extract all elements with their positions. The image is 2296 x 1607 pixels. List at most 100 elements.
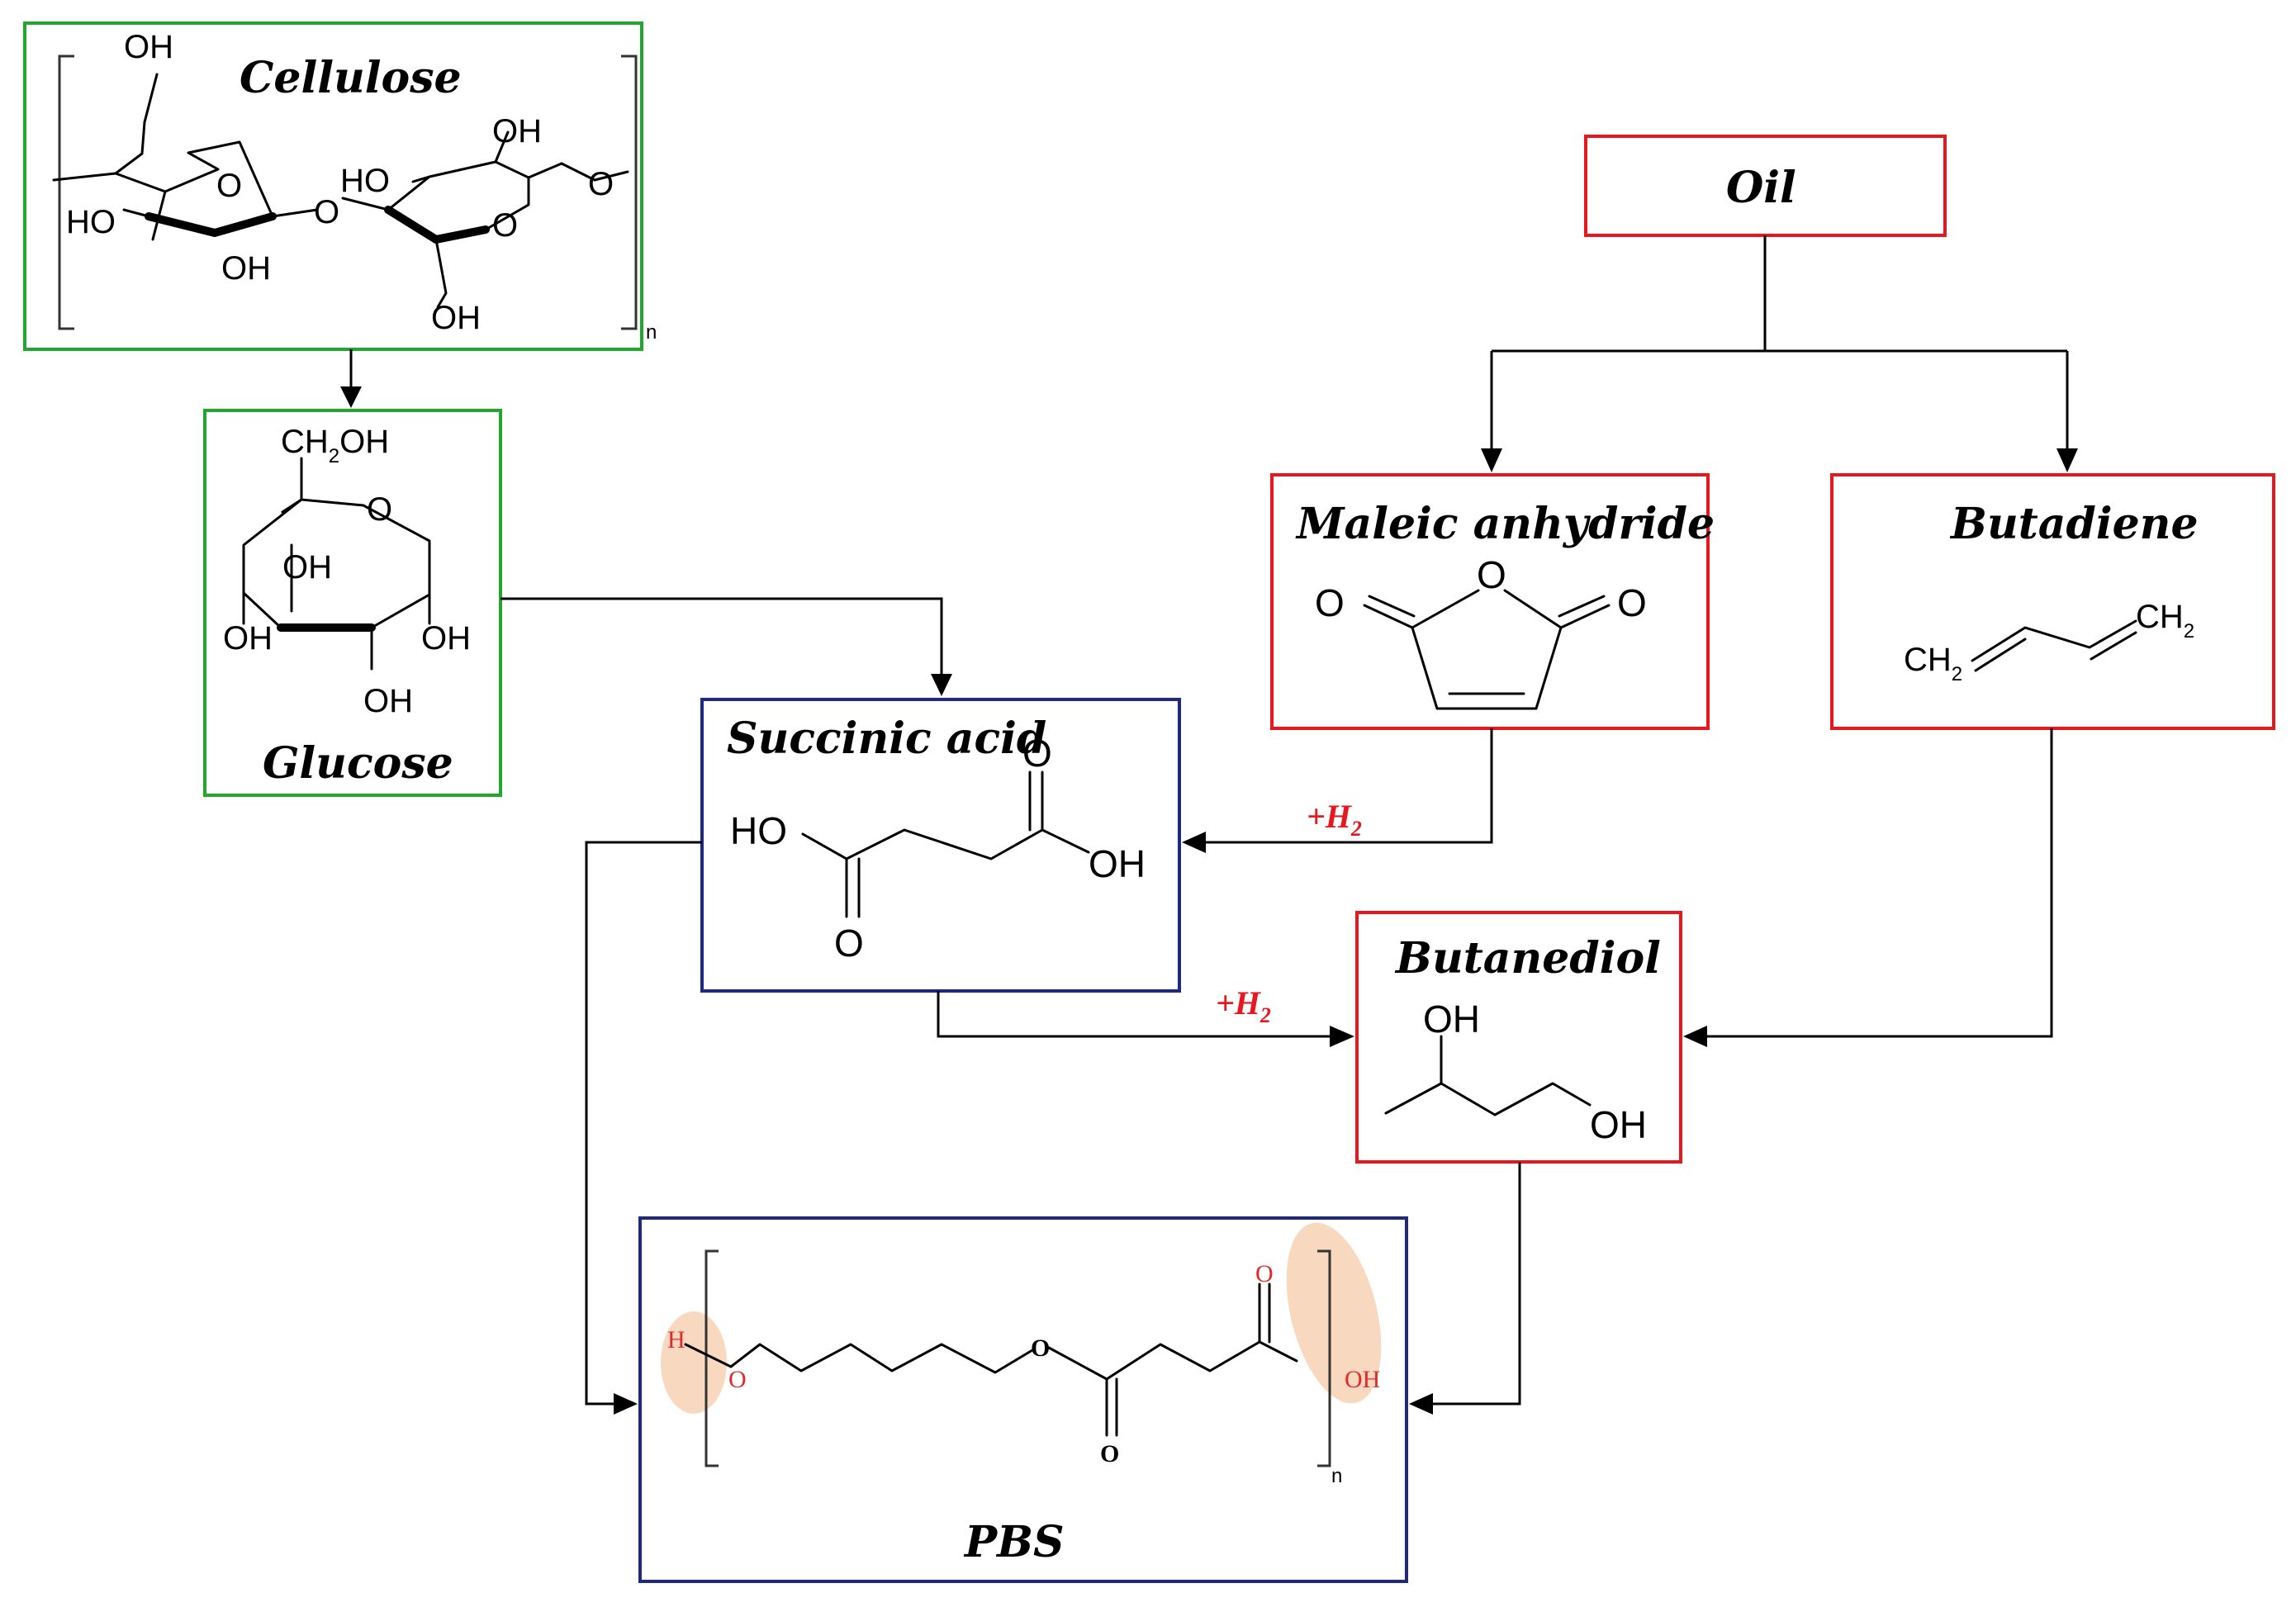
- cellulose-repeat-index: n: [646, 321, 657, 344]
- arrow-maleic-to-succinic: [1204, 728, 1493, 844]
- cellulose-o-link: O: [314, 194, 339, 230]
- butanediol-oh-top: OH: [1423, 998, 1480, 1041]
- butanediol-oh-right: OH: [1590, 1103, 1647, 1146]
- succinic-acid-carbonyl-2: [1028, 770, 1044, 832]
- pbs-box: [638, 1216, 1408, 1583]
- arrowhead-glucose-to-succinic: [931, 674, 952, 696]
- butanediol-chain: [1384, 1082, 1592, 1116]
- cellulose-oh-ring-2-top: OH: [492, 113, 542, 149]
- glucose-oh-right: OH: [421, 620, 471, 657]
- cellulose-ring-1-links: [122, 73, 159, 218]
- arrowhead-maleic-to-succinic: [1182, 832, 1206, 853]
- butadiene-ch2-left: CH2: [1904, 642, 1962, 685]
- maleic-anhydride-box: [1270, 473, 1710, 730]
- butanediol-node: Butanediol OH OH: [1355, 911, 1682, 1164]
- butadiene-double-bonds: [1974, 631, 2137, 672]
- maleic-anhydride-carbonyls: [1363, 595, 1611, 629]
- pbs-h-end-highlight: [661, 1311, 727, 1414]
- arrowhead-oil-to-butadiene: [2056, 448, 2078, 472]
- reagent-h2-to-succinic: +H2: [1307, 798, 1362, 841]
- pbs-chain-right: [1047, 1340, 1298, 1381]
- arrow-glucose-to-succinic: [500, 597, 943, 676]
- glucose-ring-left: [242, 498, 303, 629]
- pbs-structure: H O O O O OH n: [661, 1222, 1382, 1487]
- cellulose-oh-bottom: OH: [431, 300, 481, 336]
- butadiene-box: [1830, 473, 2275, 730]
- arrowhead-butadiene-to-butanediol: [1683, 1026, 1707, 1047]
- glucose-ch2oh: CH2OH: [281, 424, 389, 467]
- arrow-succinic-to-butanediol: [937, 991, 1331, 1038]
- butadiene-structure: CH2 CH2: [1904, 599, 2194, 685]
- maleic-anhydride-o-right: O: [1617, 581, 1647, 624]
- cellulose-ho-left: HO: [66, 204, 116, 240]
- oil-title: Oil: [1726, 163, 1796, 213]
- butadiene-chain: [1971, 619, 2137, 662]
- butadiene-title: Butadiene: [1949, 499, 2199, 549]
- cellulose-glycosidic-2: [341, 197, 390, 211]
- cellulose-ring-1-front-bond: [145, 212, 277, 237]
- pbs-chain-left: [684, 1343, 1034, 1374]
- glucose-o-ring: O: [367, 491, 392, 528]
- cellulose-o-ring-2: O: [492, 207, 518, 244]
- succinic-acid-chain: [801, 828, 1090, 860]
- arrowhead-butanediol-to-pbs: [1409, 1393, 1433, 1415]
- pbs-left-bracket: [704, 1249, 719, 1467]
- cellulose-title: Cellulose: [240, 53, 462, 103]
- cellulose-oh-top: OH: [124, 29, 173, 65]
- pbs-acid-end-highlight: [1286, 1222, 1382, 1404]
- maleic-anhydride-title: Maleic anhydride: [1295, 499, 1715, 549]
- succinic-acid-carbonyl-1: [845, 857, 861, 918]
- glucose-ring-back: [300, 498, 431, 629]
- butanediol-box: [1355, 911, 1682, 1164]
- glucose-title: Glucose: [263, 738, 453, 789]
- cellulose-glycosidic-1: [271, 208, 319, 218]
- connectors: +H2 +H2: [340, 235, 2078, 1415]
- glucose-oh-inner: OH: [282, 549, 332, 585]
- pbs-o-carbonyl-bottom: O: [1100, 1440, 1119, 1467]
- arrow-succinic-to-pbs: [585, 841, 702, 1406]
- pbs-o-ester: O: [1031, 1334, 1050, 1362]
- cellulose-oh-mid: OH: [221, 250, 271, 287]
- succinic-acid-oh: OH: [1089, 842, 1146, 885]
- glucose-structure: CH2OH O OH OH OH OH: [223, 424, 471, 719]
- glucose-substituent-bonds: [242, 543, 431, 671]
- succinic-acid-box: [700, 698, 1181, 993]
- arrow-butanediol-to-pbs: [1431, 1162, 1521, 1406]
- oil-node: Oil: [1584, 135, 1947, 237]
- maleic-anhydride-o-left: O: [1315, 581, 1345, 624]
- pbs-node: H O O O O OH n PBS: [638, 1216, 1408, 1583]
- butadiene-node: Butadiene CH2 CH2: [1830, 473, 2275, 730]
- pbs-h: H: [667, 1326, 685, 1353]
- arrowhead-cellulose-to-glucose: [340, 386, 362, 408]
- butadiene-ch2-right: CH2: [2136, 599, 2194, 642]
- succinic-acid-ho: HO: [730, 809, 787, 852]
- cellulose-box: [23, 21, 643, 351]
- arrowhead-succinic-to-pbs: [614, 1393, 638, 1415]
- succinic-acid-structure: HO O OH O: [730, 732, 1146, 965]
- cellulose-ho-ring-2: HO: [340, 163, 390, 199]
- maleic-anhydride-ring: [1411, 589, 1563, 710]
- glucose-node: CH2OH O OH OH OH OH Glucose: [203, 409, 502, 797]
- butanediol-structure: OH OH: [1384, 998, 1647, 1146]
- pbs-oh: OH: [1345, 1366, 1380, 1393]
- cellulose-left-bracket: [58, 55, 74, 330]
- pbs-o-carbonyl-top: O: [1255, 1260, 1274, 1287]
- succinic-acid-o-bottom: O: [834, 922, 864, 965]
- succinic-acid-title: Succinic acid: [727, 713, 1046, 764]
- succinic-acid-o-top: O: [1022, 732, 1052, 775]
- cellulose-o-ring-1: O: [216, 168, 242, 204]
- reagent-h2-to-butanediol: +H2: [1216, 984, 1271, 1027]
- cellulose-o-end: O: [588, 166, 614, 202]
- cellulose-node: Cellulose OH O HO OH O HO OH O O OH: [23, 21, 657, 351]
- arrowhead-succinic-to-butanediol: [1330, 1026, 1354, 1047]
- arrow-butadiene-to-butanediol: [1705, 728, 2053, 1038]
- pbs-right-bracket: [1317, 1249, 1331, 1467]
- butanediol-title: Butanediol: [1394, 933, 1661, 984]
- arrow-oil-split: [1490, 235, 2069, 450]
- cellulose-ring-2-substituents: [411, 130, 629, 183]
- cellulose-ring-2-links: [434, 176, 530, 309]
- pbs-o-end: O: [728, 1366, 747, 1393]
- maleic-anhydride-structure: O O O: [1315, 553, 1647, 710]
- pbs-title: PBS: [963, 1517, 1065, 1567]
- maleic-anhydride-node: Maleic anhydride O O O: [1270, 473, 1715, 730]
